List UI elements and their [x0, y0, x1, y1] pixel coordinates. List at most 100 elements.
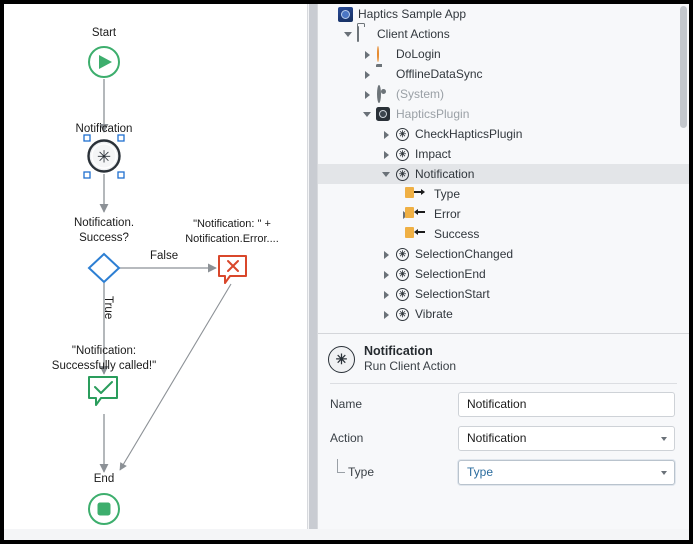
properties-header: ✳ Notification Run Client Action: [318, 334, 689, 383]
client-action-icon: ✳: [395, 127, 410, 142]
edge-label-true: True: [102, 296, 114, 320]
app-icon: [338, 6, 353, 22]
client-action-icon: ✳: [396, 307, 409, 321]
tree-item-notification[interactable]: ✳ Notification: [318, 164, 689, 184]
tree-item-offlinedatasync[interactable]: OfflineDataSync: [318, 64, 689, 84]
tree-item-type[interactable]: Type: [318, 184, 689, 204]
client-action-icon: ✳: [395, 307, 410, 322]
tree-item-vibrate[interactable]: ✳ Vibrate: [318, 304, 689, 324]
edge-label-false: False: [150, 250, 179, 262]
tree-item-label: Notification: [415, 167, 475, 181]
chevron-right-icon[interactable]: [381, 269, 392, 280]
plugin-icon: [376, 106, 391, 122]
client-action-icon: ✳: [396, 167, 409, 181]
field-value-name: Notification: [467, 397, 527, 411]
success-message-node-label: "Notification: Successfully called!": [51, 345, 157, 372]
field-label-action: Action: [330, 431, 364, 445]
tree-item-label: SelectionChanged: [415, 247, 514, 261]
tree-item-selectionstart[interactable]: ✳ SelectionStart: [318, 284, 689, 304]
tree-item-success[interactable]: Success: [318, 224, 689, 244]
splitter-thumb[interactable]: [309, 4, 317, 529]
chevron-down-icon[interactable]: [343, 29, 354, 40]
tree-item-impact[interactable]: ✳Impact: [318, 144, 689, 164]
field-label-type: Type: [330, 459, 458, 479]
panel-splitter[interactable]: [307, 4, 318, 529]
output-param-icon: [405, 206, 429, 222]
client-action-node-label: Notification: [75, 123, 133, 135]
flow-connectors: ✳: [83, 46, 247, 525]
chevron-right-icon[interactable]: [381, 309, 392, 320]
error-message-node-label: "Notification: " + Notification.Error...…: [185, 218, 279, 245]
error-message-node-glyph: [218, 255, 247, 284]
app-icon: [338, 6, 353, 22]
chevron-right-icon[interactable]: [381, 149, 392, 160]
tree-scrollbar[interactable]: [680, 6, 687, 332]
folder-solid-icon: [376, 67, 391, 82]
plugin-icon: [376, 106, 390, 121]
chevron-right-icon[interactable]: [362, 49, 373, 60]
tree-scrollbar-thumb[interactable]: [680, 6, 687, 128]
circle-dot-icon: [377, 84, 381, 103]
tree-item-label: DoLogin: [396, 47, 441, 61]
chevron-right-icon[interactable]: [381, 129, 392, 140]
tree-item-label: CheckHapticsPlugin: [415, 127, 523, 141]
folder-outline-icon: [357, 25, 372, 42]
chevron-down-icon[interactable]: [362, 109, 373, 120]
client-action-icon: ✳: [395, 287, 410, 302]
selection-handles: [83, 134, 125, 179]
tree-item-error[interactable]: Error: [318, 204, 689, 224]
circle-outline-icon: [377, 45, 379, 62]
tree-item-dologin[interactable]: DoLogin: [318, 44, 689, 64]
chevron-right-icon[interactable]: [381, 249, 392, 260]
twisty-spacer: [324, 9, 335, 20]
tree-item-haptics-sample-app[interactable]: Haptics Sample App: [318, 4, 689, 24]
end-node-label: End: [93, 473, 115, 485]
properties-divider: [330, 383, 677, 384]
folder-outline-icon: [357, 25, 359, 42]
tree-item-selectionchanged[interactable]: ✳ SelectionChanged: [318, 244, 689, 264]
client-action-icon: ✳: [395, 147, 410, 162]
chevron-down-icon[interactable]: [661, 436, 667, 441]
client-action-icon: ✳: [396, 287, 409, 301]
chevron-right-icon[interactable]: [362, 89, 373, 100]
tree-item-label: Client Actions: [377, 27, 450, 41]
tree-item-system[interactable]: (System): [318, 84, 689, 104]
tree-item-hapticsplugin[interactable]: HapticsPlugin: [318, 104, 689, 124]
client-action-icon: ✳: [395, 247, 410, 262]
client-action-icon: ✳: [395, 267, 410, 282]
tree-item-label: HapticsPlugin: [396, 107, 470, 121]
flow-canvas[interactable]: ✳: [4, 4, 307, 529]
chevron-down-icon[interactable]: [381, 169, 392, 180]
tree-item-selectionend[interactable]: ✳SelectionEnd: [318, 264, 689, 284]
bottom-strip: [4, 529, 689, 540]
tree-item-label: Haptics Sample App: [358, 7, 467, 21]
tree-item-label: (System): [396, 87, 444, 101]
tree-item-label: Vibrate: [415, 307, 453, 321]
input-name[interactable]: Notification: [458, 391, 675, 417]
properties-title: Notification: [364, 344, 433, 358]
select-type[interactable]: Type: [458, 459, 675, 485]
chevron-right-icon[interactable]: [381, 289, 392, 300]
circle-outline-icon: [376, 45, 391, 62]
tree-item-checkhapticsplugin[interactable]: ✳ CheckHapticsPlugin: [318, 124, 689, 144]
client-action-icon: ✳: [396, 147, 409, 161]
success-message-node-glyph: [88, 376, 118, 406]
chevron-down-icon[interactable]: [661, 470, 667, 475]
tree-item-client-actions[interactable]: Client Actions: [318, 24, 689, 44]
field-label-name: Name: [330, 397, 363, 411]
field-value-action: Notification: [467, 431, 527, 445]
client-action-icon: ✳: [395, 167, 410, 182]
tree-item-label: SelectionStart: [415, 287, 490, 301]
start-node-label: Start: [91, 27, 117, 39]
chevron-right-icon[interactable]: [362, 69, 373, 80]
client-action-icon: ✳: [396, 247, 409, 261]
input-param-icon: [405, 186, 429, 202]
select-action[interactable]: Notification: [458, 425, 675, 451]
circle-dot-icon: [376, 84, 391, 103]
